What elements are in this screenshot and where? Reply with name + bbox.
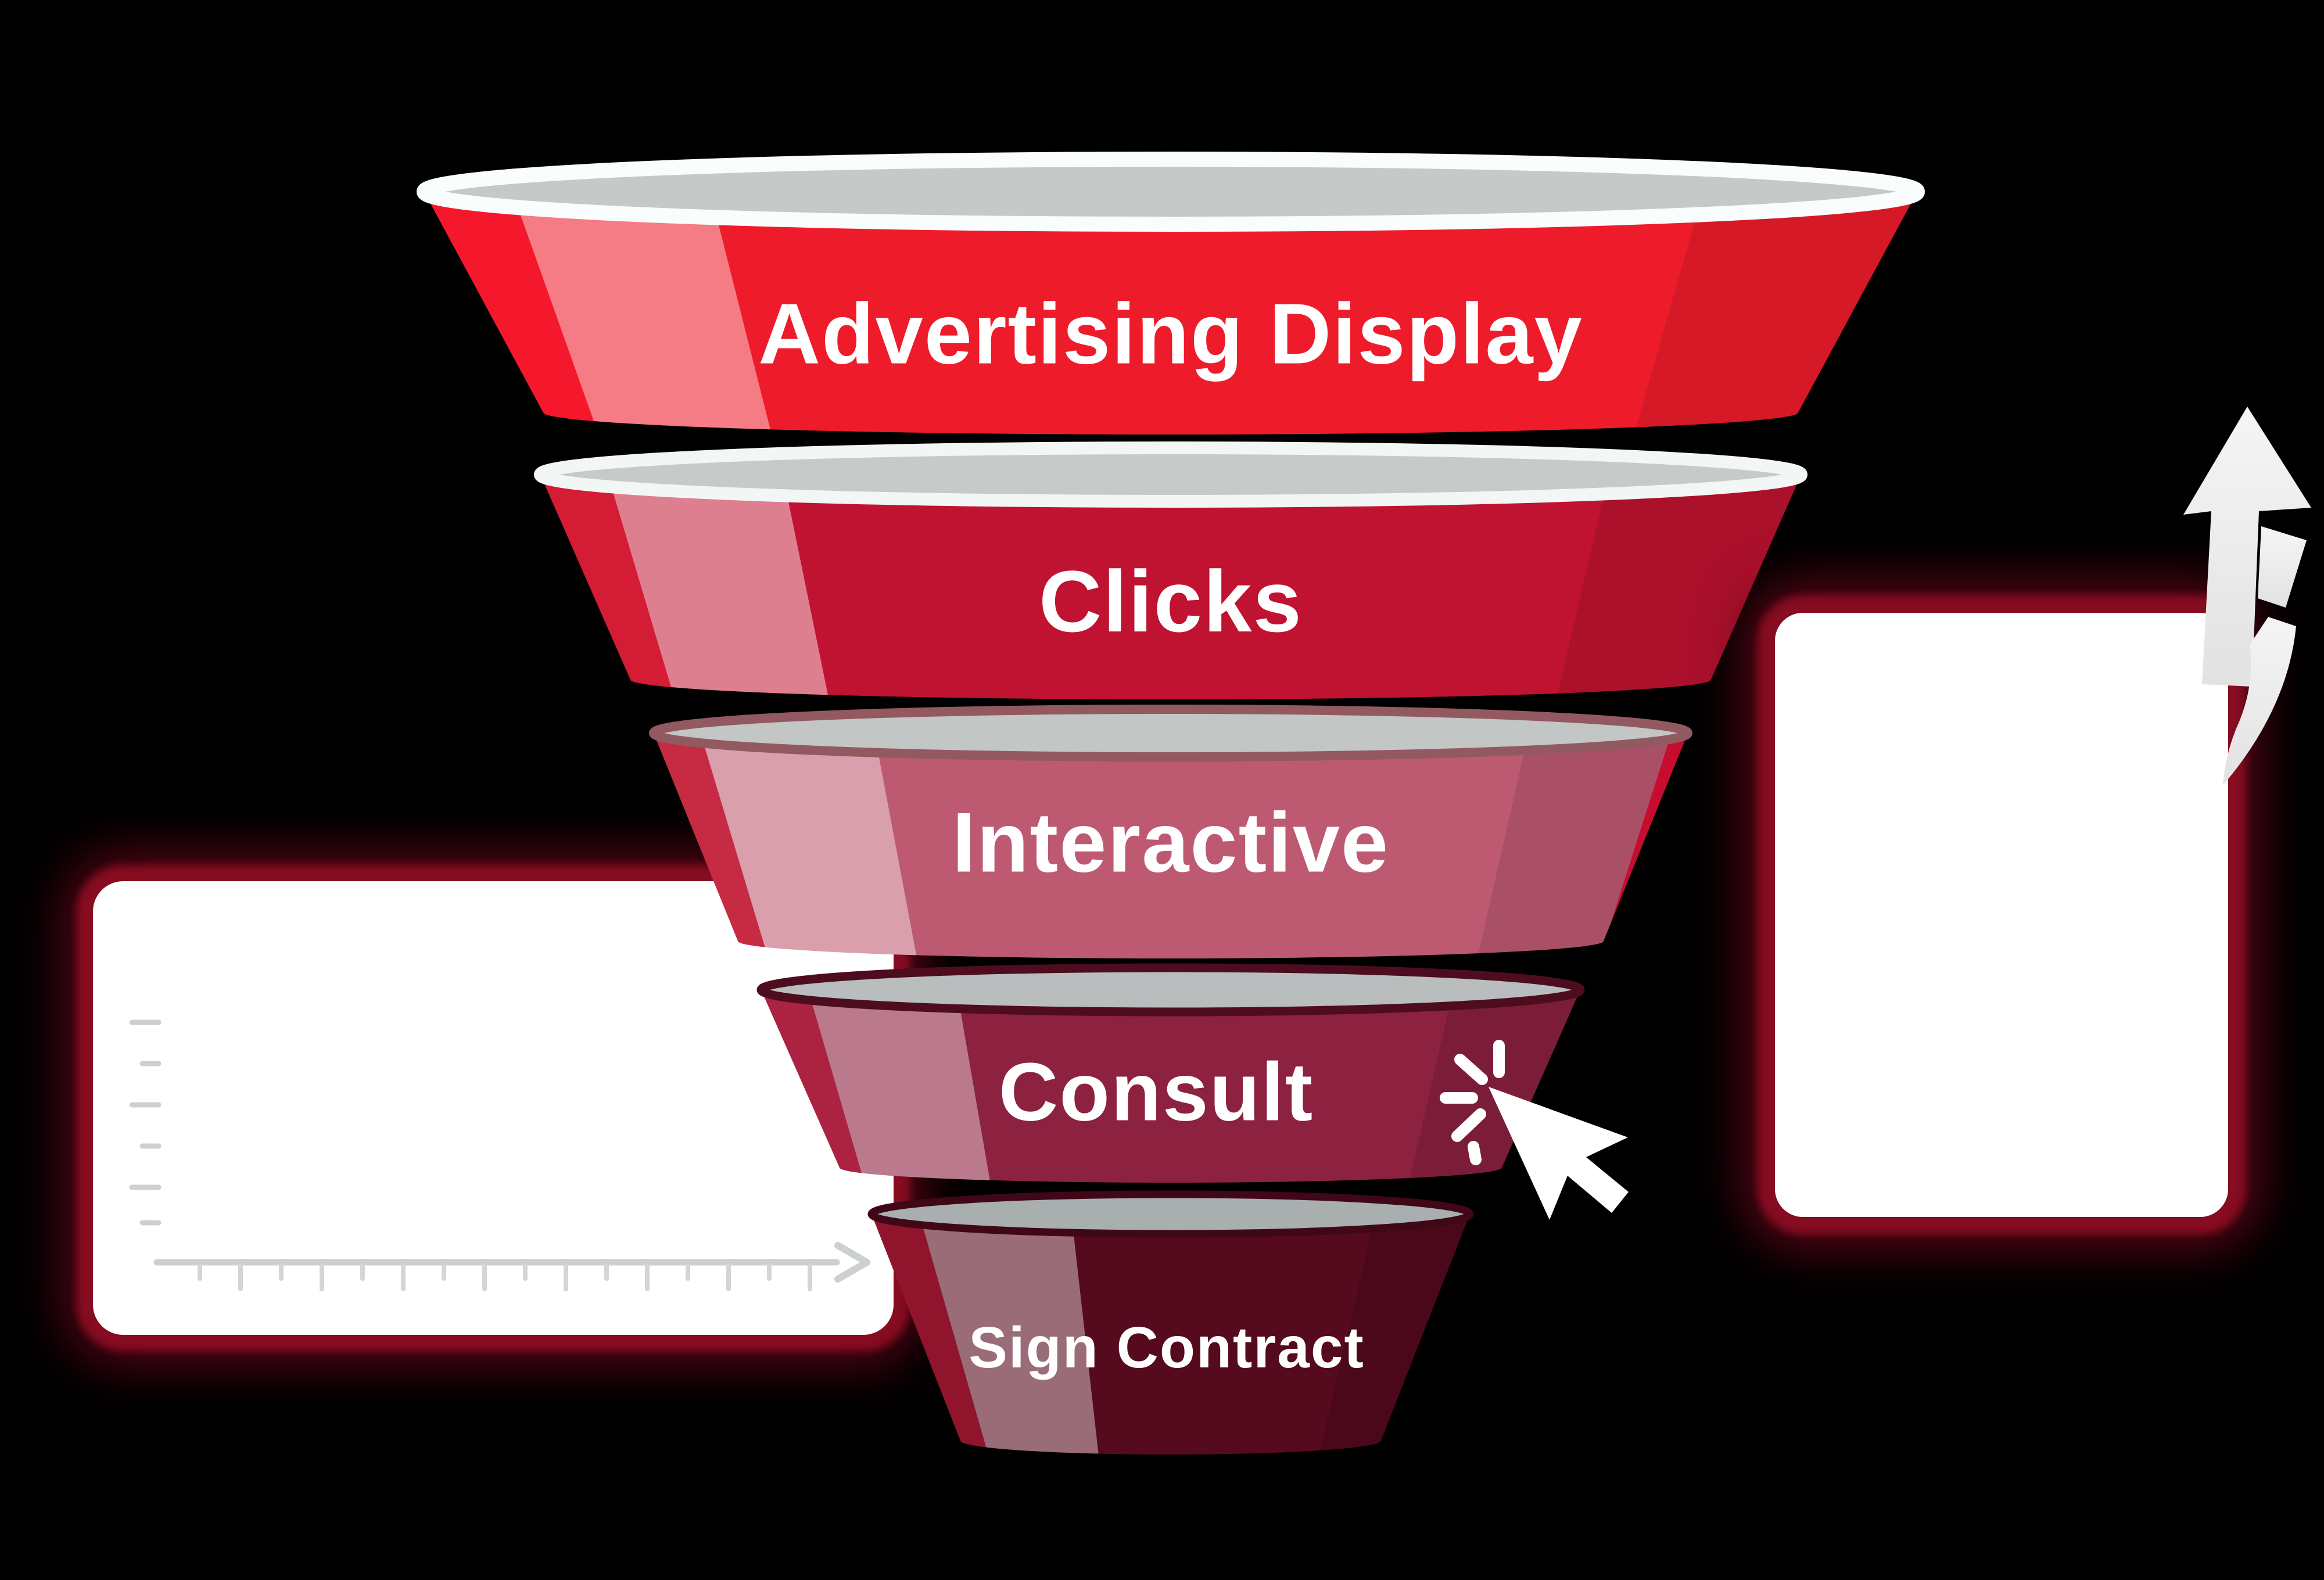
funnel-level-2-top <box>534 441 1807 508</box>
funnel-level-3-top <box>649 705 1692 762</box>
funnel-level-1-label: Advertising Display <box>758 286 1583 382</box>
cursor-click <box>1440 1040 1629 1220</box>
right-card <box>1775 613 2228 1217</box>
funnel-level-4 <box>756 963 1585 1183</box>
funnel-level-5-shade <box>1318 1214 1470 1455</box>
funnel-level-4-top <box>756 963 1585 1017</box>
x-axis-arrow-icon <box>834 1242 870 1283</box>
funnel-level-2 <box>534 441 1807 699</box>
x-axis <box>153 1242 870 1291</box>
funnel-level-3-shade <box>1474 733 1688 958</box>
up-arrow-icon <box>2183 407 2311 687</box>
funnel-level-5-highlight <box>913 1214 1099 1455</box>
funnel-level-3 <box>649 705 1692 958</box>
funnel-level-2-shade <box>1549 475 1801 699</box>
funnel-level-2-highlight <box>603 475 835 699</box>
left-card <box>93 881 894 1335</box>
funnel-level-3-highlight <box>695 733 920 958</box>
funnel-level-3-sliver <box>654 733 773 958</box>
swoosh-arrow-icon <box>2223 617 2296 785</box>
click-burst-icon <box>1440 1040 1505 1165</box>
funnel-level-4-label: Consult <box>999 1046 1314 1139</box>
swoosh-arrow-upper-icon <box>2258 526 2307 608</box>
growth-arrows <box>2183 407 2311 785</box>
funnel-level-5-label: Sign Contract <box>969 1315 1365 1380</box>
funnel-level-5-top <box>867 1190 1474 1238</box>
funnel-level-4-highlight <box>802 990 995 1183</box>
funnel-level-1-highlight <box>506 192 781 435</box>
funnel-level-1-top <box>417 152 1925 232</box>
chart-axis <box>129 1019 870 1291</box>
x-axis-ticks <box>198 1263 812 1291</box>
funnel-level-3-label: Interactive <box>952 795 1389 890</box>
y-axis-ticks <box>129 1019 162 1226</box>
funnel-level-1-shade <box>1623 192 1917 435</box>
funnel-level-2-sliver <box>540 475 684 699</box>
funnel-level-1 <box>417 152 1925 435</box>
cursor-pointer-icon <box>1489 1087 1629 1220</box>
funnel-level-1-sliver <box>424 192 612 435</box>
funnel-level-2-label: Clicks <box>1039 552 1303 650</box>
